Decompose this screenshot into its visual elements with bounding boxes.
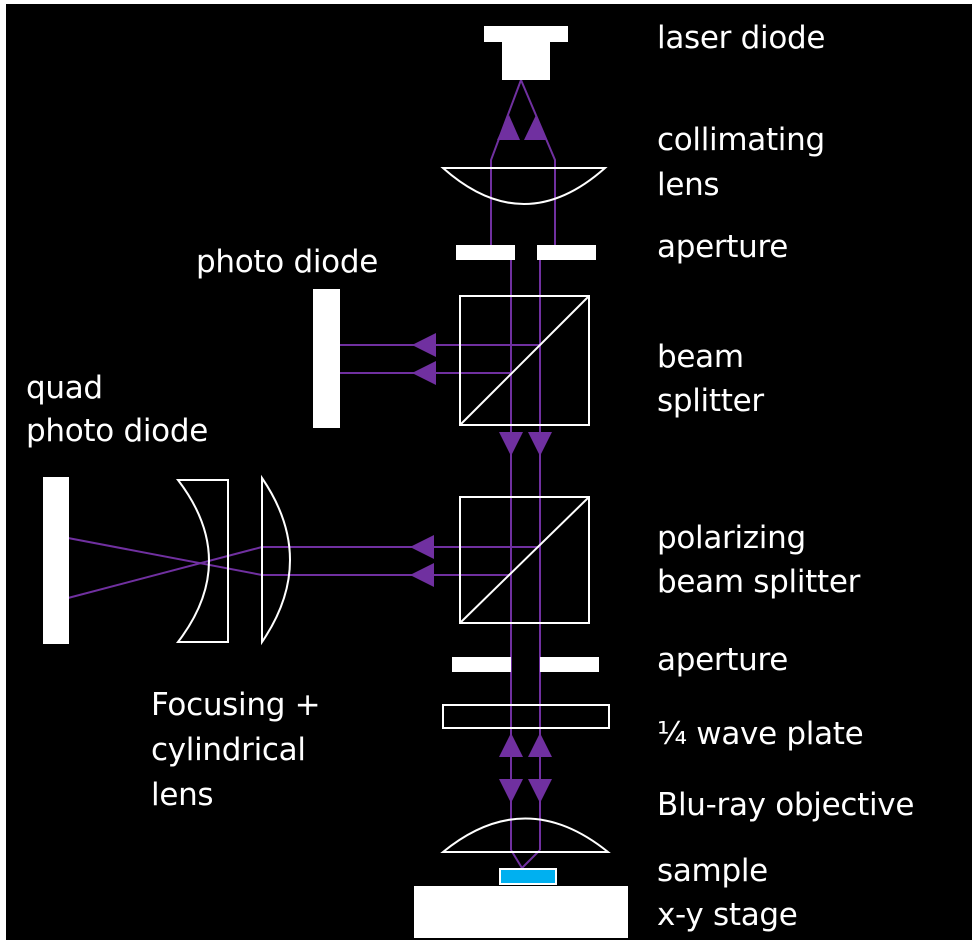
- quad-photo-diode-icon: [43, 477, 69, 644]
- label-polarizing-bs-line1: polarizing: [657, 520, 806, 556]
- label-focusing-lens-line3: lens: [151, 777, 214, 813]
- label-beam-splitter-line2: splitter: [657, 383, 764, 419]
- arrow-down-left-bs: [499, 432, 523, 456]
- aperture-top-right: [537, 245, 596, 260]
- label-objective: Blu-ray objective: [657, 787, 915, 823]
- photo-diode-icon: [313, 289, 340, 428]
- label-aperture-bottom: aperture: [657, 642, 789, 678]
- beam-splitter-icon: [459, 295, 590, 426]
- objective-lens-icon: [440, 817, 611, 853]
- arrow-left-lens-2: [410, 563, 434, 587]
- focusing-lens-icon: [175, 479, 229, 643]
- label-aperture-top: aperture: [657, 229, 789, 265]
- wave-plate-icon: [442, 704, 610, 729]
- label-photo-diode: photo diode: [196, 244, 378, 280]
- label-xy-stage: x-y stage: [657, 897, 798, 933]
- beam-arrowheads: [410, 115, 552, 803]
- laser-beam-paths: [67, 79, 556, 870]
- label-focusing-lens-line2: cylindrical: [151, 732, 306, 768]
- sample-icon: [499, 868, 557, 885]
- arrow-up-left-lens: [497, 115, 520, 140]
- diagram-background: [6, 4, 972, 940]
- label-wave-plate: ¼ wave plate: [657, 716, 864, 752]
- label-polarizing-bs-line2: beam splitter: [657, 564, 861, 600]
- beam-right-upper: [520, 79, 556, 245]
- label-laser-diode: laser diode: [657, 20, 826, 56]
- label-collimating-lens-line2: lens: [657, 167, 720, 203]
- cylindrical-lens-icon: [261, 474, 291, 646]
- arrow-down-right-objective: [528, 779, 552, 803]
- label-focusing-lens-line1: Focusing +: [151, 687, 321, 723]
- arrow-left-photodiode-1: [412, 333, 436, 357]
- arrow-left-lens-1: [410, 535, 434, 559]
- label-quad-photo-diode-line1: quad: [26, 370, 103, 406]
- aperture-bottom-left: [452, 657, 511, 672]
- beam-to-quad-2: [67, 537, 263, 576]
- arrow-up-left-waveplate: [499, 733, 523, 757]
- beam-left-upper: [490, 79, 522, 245]
- beam-to-quad-1: [67, 546, 263, 599]
- xy-stage-icon: [414, 886, 628, 938]
- arrow-down-right-bs: [528, 432, 552, 456]
- arrow-left-photodiode-2: [412, 361, 436, 385]
- label-beam-splitter-line1: beam: [657, 339, 744, 375]
- label-collimating-lens-line1: collimating: [657, 122, 825, 158]
- polarizing-beam-splitter-icon: [459, 496, 590, 624]
- aperture-bottom-right: [540, 657, 599, 672]
- label-quad-photo-diode-line2: photo diode: [26, 413, 208, 449]
- aperture-top-left: [456, 245, 515, 260]
- laser-diode-icon: [484, 26, 568, 80]
- arrow-down-left-objective: [499, 779, 523, 803]
- collimating-lens-icon: [440, 167, 608, 205]
- arrow-up-right-lens: [524, 115, 547, 140]
- arrow-up-right-waveplate: [528, 733, 552, 757]
- label-sample: sample: [657, 853, 768, 889]
